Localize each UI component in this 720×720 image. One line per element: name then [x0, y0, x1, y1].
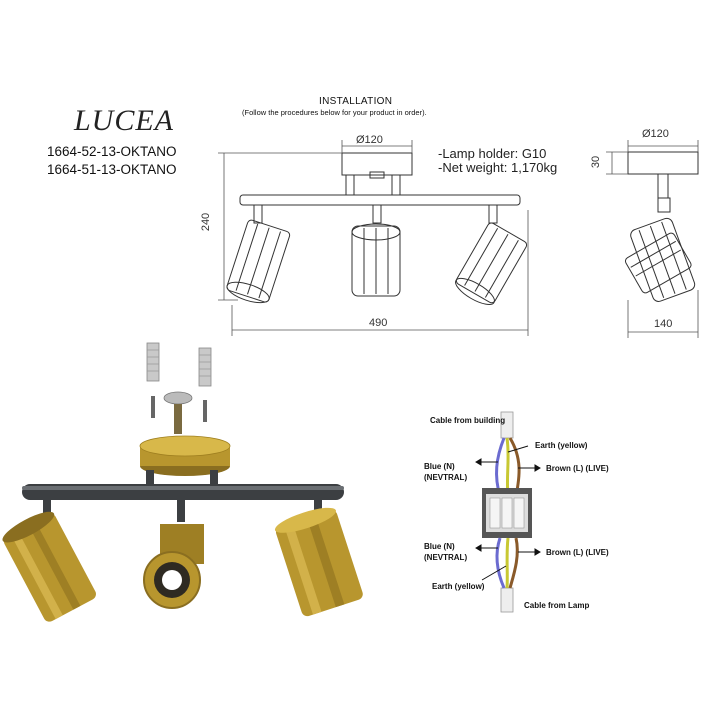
front-spot-3: [455, 222, 528, 305]
product-code-1: 1664-52-13-OKTANO: [47, 144, 177, 159]
wire-earth-top: [505, 437, 510, 497]
front-base-plate: [341, 152, 413, 176]
brand-name: LUCEA: [74, 104, 175, 137]
product-code-2: 1664-51-13-OKTANO: [47, 162, 177, 177]
label-earth-top: Earth (yellow): [535, 441, 588, 450]
wing-nut: [163, 391, 193, 405]
label-cable-from-building: Cable from building: [430, 416, 506, 425]
front-bar: [239, 194, 521, 206]
label-earth-bottom: Earth (yellow): [432, 582, 485, 591]
label-brown-bottom: Brown (L) (LIVE): [546, 548, 609, 557]
wall-plug-right: [198, 347, 212, 387]
front-spot-2: [351, 223, 401, 297]
side-spot-back: [624, 232, 692, 294]
screw-right: [203, 400, 207, 422]
center-stud: [174, 404, 182, 434]
wire-brown-bottom: [508, 537, 519, 589]
render-stem-1: [43, 500, 51, 522]
label-nevtral-bottom: (NEVTRAL): [424, 553, 468, 562]
canopy-top: [139, 435, 231, 457]
wire-blue-bottom: [495, 537, 506, 589]
front-view-drawing: [226, 152, 528, 305]
side-view-drawing: [624, 151, 699, 302]
front-dimension-lines: [218, 140, 529, 336]
render-spot-1: [2, 511, 96, 622]
dim-side-height: 30: [590, 155, 603, 169]
mounting-hardware: [146, 342, 212, 434]
spec-lamp-holder: -Lamp holder: G10: [438, 146, 547, 161]
canopy-leg-right: [210, 470, 218, 486]
side-dimension-lines: [606, 140, 699, 338]
label-brown-top: Brown (L) (LIVE): [546, 464, 609, 473]
label-blue-top: Blue (N): [424, 462, 455, 471]
cable-lamp: [500, 587, 514, 613]
wire-earth-bottom: [505, 537, 510, 589]
canopy-leg-left: [146, 470, 154, 486]
label-cable-from-lamp: Cable from Lamp: [524, 601, 590, 610]
render-stem-2: [177, 500, 185, 522]
dim-front-diameter: Ø120: [356, 134, 383, 146]
installation-subtitle: (Follow the procedures below for your pr…: [242, 108, 427, 117]
spec-net-weight: -Net weight: 1,170kg: [438, 160, 558, 175]
screw-left: [151, 396, 155, 418]
wire-brown-top: [508, 437, 521, 497]
dim-side-width: 140: [654, 318, 673, 330]
wall-plug-left: [146, 342, 160, 382]
wiring-diagram: [475, 411, 541, 613]
product-render: [2, 342, 363, 622]
label-blue-bottom: Blue (N): [424, 542, 455, 551]
dim-front-width: 490: [369, 317, 388, 329]
installation-title: INSTALLATION: [319, 96, 393, 107]
wire-blue-top: [495, 437, 506, 497]
render-spot-3: [274, 507, 363, 617]
dim-side-diameter: Ø120: [642, 128, 669, 140]
dim-front-height: 240: [200, 212, 213, 232]
front-spot-1: [226, 219, 291, 304]
side-base-plate: [627, 151, 699, 175]
label-nevtral-top: (NEVTRAL): [424, 473, 468, 482]
render-spot-2: [143, 524, 204, 609]
